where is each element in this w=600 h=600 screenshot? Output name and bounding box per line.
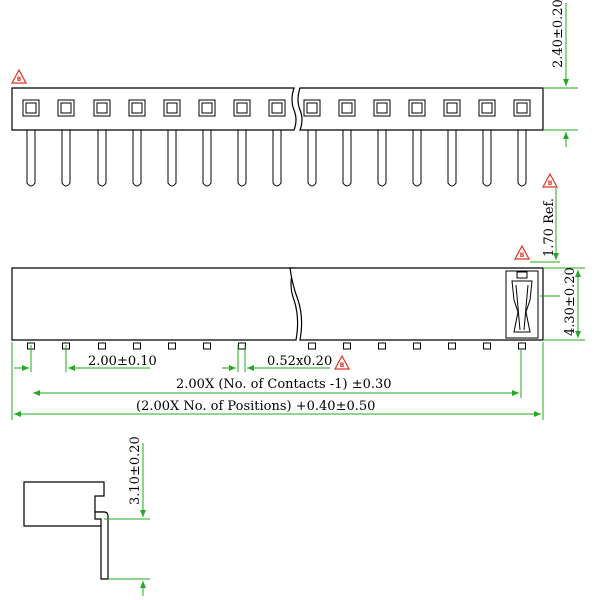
- top-pin-12: [412, 130, 422, 187]
- top-pin-4: [132, 130, 142, 187]
- socket-outer-7: [233, 99, 251, 117]
- socket-outer-3: [93, 99, 111, 117]
- side-pin-5: [168, 342, 176, 350]
- side-pin-10: [378, 342, 386, 350]
- socket-inner-10: [341, 102, 353, 114]
- dim-contacts-span-label: 2.00X (No. of Contacts -1) ±0.30: [176, 377, 392, 392]
- socket-inner-4: [131, 102, 143, 114]
- end-view: [23, 481, 109, 580]
- socket-outer-6: [198, 99, 216, 117]
- side-pin-4: [133, 342, 141, 350]
- top-pin-2: [61, 130, 71, 187]
- dim-top-height: 2.40±0.20: [543, 0, 578, 147]
- dim-ref-height-label: 1.70 Ref.: [542, 198, 557, 257]
- revision-flag-pin-width: B: [333, 354, 351, 370]
- socket-inner-11: [376, 102, 388, 114]
- dim-end-height-label: 3.10±0.20: [128, 436, 143, 505]
- socket-inner-7: [236, 102, 248, 114]
- socket-outer-10: [338, 99, 356, 117]
- side-pin-3: [98, 342, 106, 350]
- top-pin-9: [307, 130, 317, 187]
- socket-outer-2: [57, 99, 75, 117]
- side-pin-8: [308, 342, 316, 350]
- side-pin-13: [483, 342, 491, 350]
- socket-outer-5: [163, 99, 181, 117]
- top-sockets: [22, 99, 531, 117]
- side-pin-stubs: [27, 342, 526, 350]
- dim-overall-length: (2.00X No. of Positions) +0.40±0.50: [11, 342, 544, 420]
- socket-outer-9: [303, 99, 321, 117]
- svg-text:B: B: [17, 76, 22, 83]
- top-pin-14: [482, 130, 492, 187]
- top-view: [11, 87, 544, 187]
- svg-text:B: B: [548, 180, 553, 187]
- top-pin-7: [237, 130, 247, 187]
- socket-inner-6: [201, 102, 213, 114]
- top-pins: [26, 130, 527, 187]
- side-pin-11: [413, 342, 421, 350]
- socket-inner-2: [60, 102, 72, 114]
- end-pin: [94, 511, 109, 580]
- side-pin-12: [448, 342, 456, 350]
- socket-inner-1: [25, 102, 37, 114]
- dim-pin-width-label: 0.52x0.20: [267, 354, 332, 369]
- side-view: [11, 267, 544, 350]
- top-pin-15: [517, 130, 527, 187]
- dim-overall-length-label: (2.00X No. of Positions) +0.40±0.50: [136, 399, 375, 414]
- socket-inner-5: [166, 102, 178, 114]
- top-housing-right: [297, 87, 544, 131]
- socket-inner-9: [306, 102, 318, 114]
- socket-outer-12: [408, 99, 426, 117]
- end-housing: [23, 481, 105, 527]
- top-pin-6: [202, 130, 212, 187]
- top-pin-1: [26, 130, 36, 187]
- top-pin-13: [447, 130, 457, 187]
- socket-inner-14: [481, 102, 493, 114]
- top-housing-left: [11, 87, 297, 131]
- socket-inner-12: [411, 102, 423, 114]
- dim-contacts-span: 2.00X (No. of Contacts -1) ±0.30: [33, 350, 522, 398]
- end-contact-detail: [505, 270, 539, 339]
- dim-pitch: 2.00±0.10: [14, 345, 157, 372]
- dim-side-height: 4.30±0.20: [540, 267, 585, 341]
- socket-outer-11: [373, 99, 391, 117]
- top-pin-5: [167, 130, 177, 187]
- svg-text:B: B: [520, 252, 525, 259]
- top-pin-3: [97, 130, 107, 187]
- svg-text:B: B: [340, 362, 345, 369]
- socket-outer-1: [22, 99, 40, 117]
- socket-inner-8: [271, 102, 283, 114]
- side-pin-6: [203, 342, 211, 350]
- dim-ref-height: 1.70 Ref.: [530, 188, 560, 263]
- revision-flag-top: B: [10, 68, 28, 84]
- top-pin-10: [342, 130, 352, 187]
- socket-outer-15: [513, 99, 531, 117]
- side-pin-14: [518, 342, 526, 350]
- socket-outer-13: [443, 99, 461, 117]
- dim-pin-width: 0.52x0.20: [222, 345, 332, 372]
- socket-inner-13: [446, 102, 458, 114]
- dim-pitch-label: 2.00±0.10: [88, 354, 157, 369]
- socket-outer-4: [128, 99, 146, 117]
- socket-outer-8: [268, 99, 286, 117]
- revision-flag-side: B: [513, 244, 531, 260]
- top-pin-8: [272, 130, 282, 187]
- side-pin-7: [238, 342, 246, 350]
- side-housing-left: [11, 267, 299, 341]
- top-pin-11: [377, 130, 387, 187]
- socket-inner-15: [516, 102, 528, 114]
- socket-outer-14: [478, 99, 496, 117]
- side-pin-9: [343, 342, 351, 350]
- dim-top-height-label: 2.40±0.20: [551, 0, 566, 68]
- socket-inner-3: [96, 102, 108, 114]
- side-housing-right: [289, 267, 544, 341]
- dim-side-height-label: 4.30±0.20: [563, 267, 578, 336]
- revision-flag-ref: B: [541, 172, 559, 188]
- dim-end-height: 3.10±0.20: [104, 436, 150, 596]
